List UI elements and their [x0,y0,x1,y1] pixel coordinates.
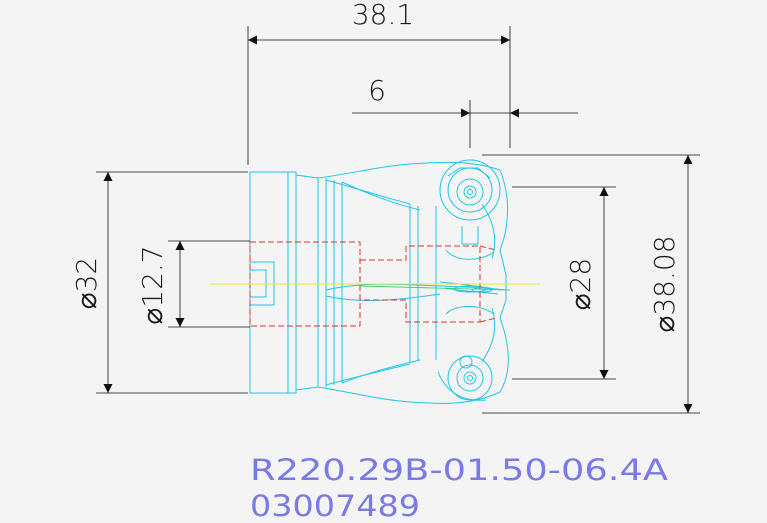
dim-edge-offset: 6 [368,74,386,107]
cutter-outline [249,159,509,404]
dim-shank-diameter: ⌀32 [70,257,103,310]
centerline-accent [359,285,511,291]
dim-inner-diameter: ⌀28 [564,258,597,311]
part-number: R220.29B-01.50-06.4A [250,453,668,487]
dim-cutting-diameter: ⌀38.08 [648,235,681,332]
dim-bore-diameter: ⌀12.7 [136,245,169,324]
dimension-lines [103,35,693,413]
extension-lines [96,26,700,414]
article-number: 03007489 [250,489,420,523]
dim-overall-length: 38.1 [352,0,414,31]
